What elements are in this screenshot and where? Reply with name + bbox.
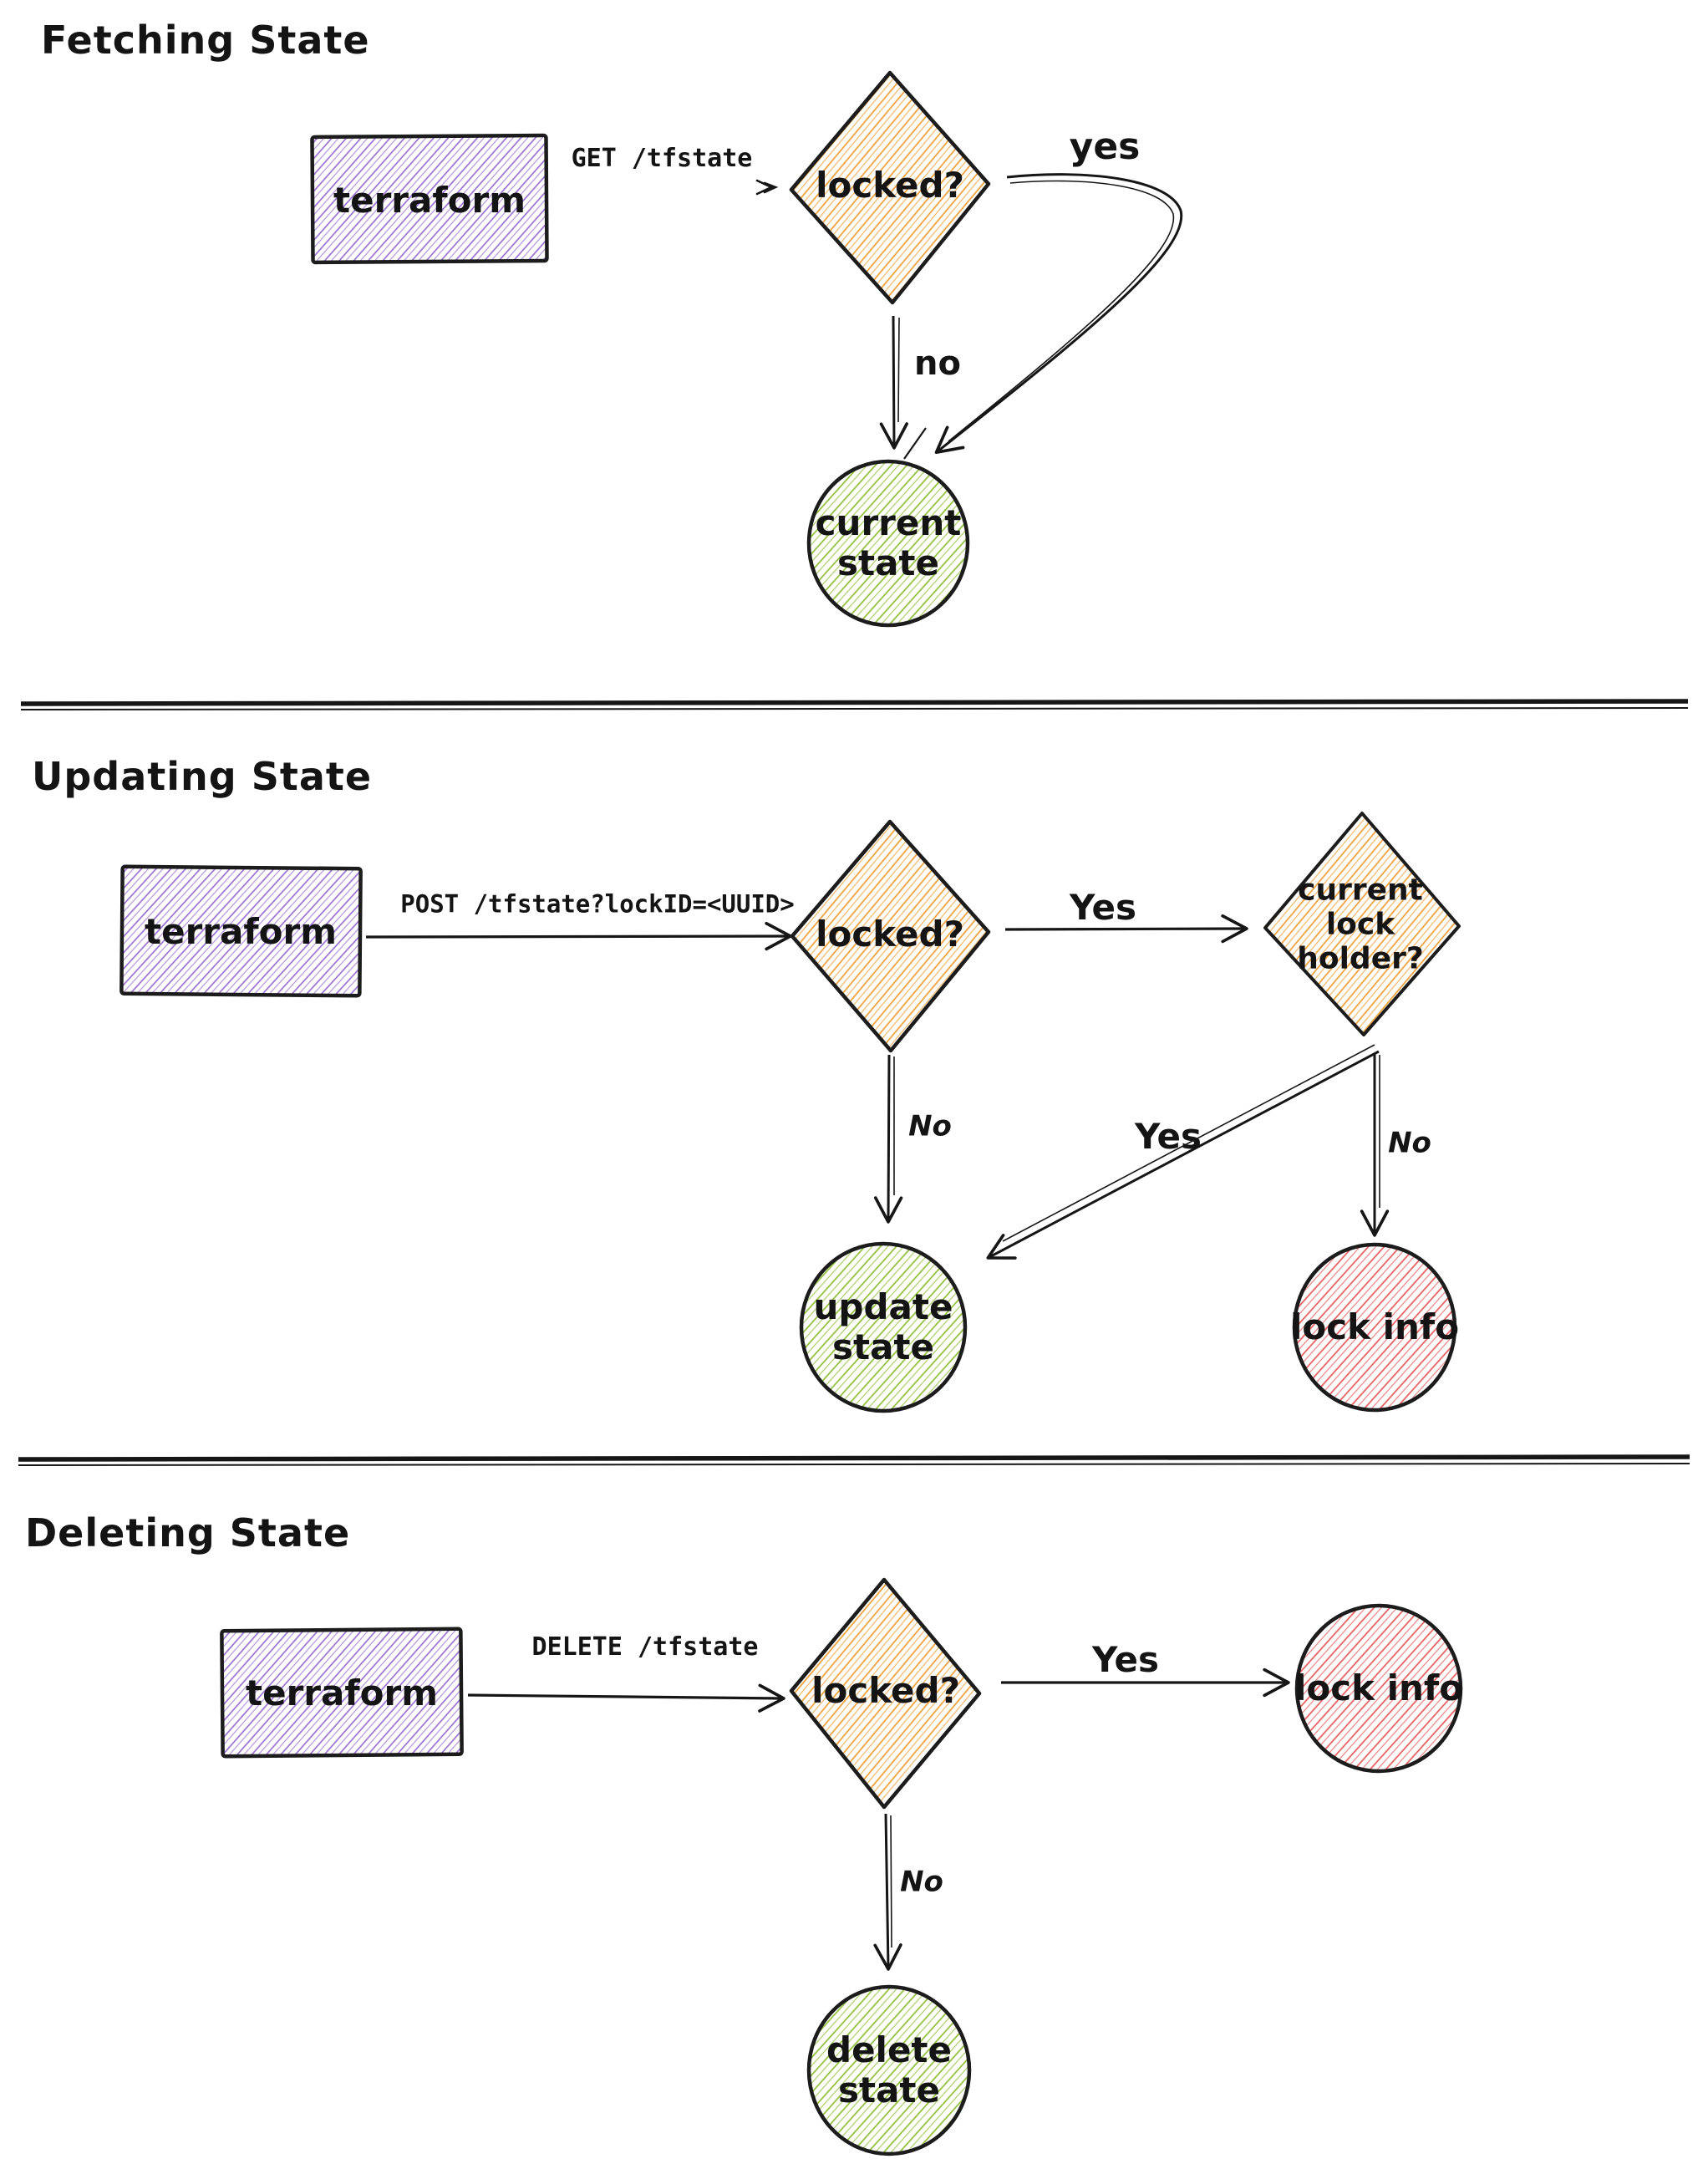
update-state-label: update state [813,1286,953,1367]
locked-decision-fetching [789,70,991,305]
edge-no-fetching [879,315,908,450]
terraform-label-updating: terraform [145,911,337,953]
lock-info-label-updating: lock info [1289,1306,1460,1348]
section-title-updating: Updating State [32,754,373,799]
section-divider-1 [20,699,1689,710]
current-state-node [806,459,970,628]
current-state-label: current state [815,502,962,583]
terraform-node-fetching [310,133,549,265]
edge-no-deleting-sketch [890,1815,892,1948]
update-state-node [799,1241,968,1413]
edge-label-yes-holder: Yes [1134,1116,1202,1158]
edge-converge-stray [903,427,927,460]
request-label-fetching: GET /tfstate [571,143,753,173]
delete-state-label: delete state [826,2029,952,2110]
edge-label-no-locked-updating: No [908,1109,952,1143]
section-title-deleting: Deleting State [25,1510,351,1555]
edge-label-yes-fetching: yes [1069,125,1141,168]
get-request-arrowhead [755,179,779,196]
edge-label-no-fetching: no [914,344,961,384]
terraform-label-fetching: terraform [333,180,526,221]
edge-holder-yes-sketch [1002,1044,1375,1242]
edge-yes-fetching-sketch [948,180,1175,442]
terraform-node-updating [119,864,363,998]
lock-holder-decision [1263,812,1461,1036]
terraform-label-deleting: terraform [246,1673,438,1714]
edge-no-deleting [873,1813,902,1971]
lock-info-node-updating [1292,1242,1457,1413]
edge-label-yes-updating: Yes [1069,887,1137,929]
edge-delete-request [467,1683,785,1713]
delete-state-node [806,1984,972,2156]
locked-decision-updating [790,819,991,1053]
lock-holder-label: current lock holder? [1297,873,1424,976]
edge-label-no-holder: No [1388,1126,1431,1160]
locked-decision-deleting [789,1577,982,1810]
edge-no-updating [873,1054,903,1224]
edge-yes-fetching [934,173,1183,455]
locked-label-fetching: locked? [816,165,964,206]
locked-label-updating: locked? [816,914,964,955]
edge-label-no-deleting: No [900,1865,943,1899]
lock-info-node-deleting [1294,1603,1463,1774]
locked-label-deleting: locked? [811,1670,960,1712]
terraform-node-deleting [220,1627,464,1759]
edge-holder-yes [986,1050,1380,1260]
section-title-fetching: Fetching State [41,18,370,63]
edge-no-fetching-sketch [897,317,900,423]
edge-label-yes-deleting: Yes [1091,1639,1160,1681]
section-divider-2 [18,1454,1690,1466]
request-label-deleting: DELETE /tfstate [531,1632,759,1662]
edge-post-request [365,921,792,951]
request-label-updating: POST /tfstate?lockID=<UUID> [400,889,795,919]
lock-info-label-deleting: lock info [1294,1667,1464,1709]
